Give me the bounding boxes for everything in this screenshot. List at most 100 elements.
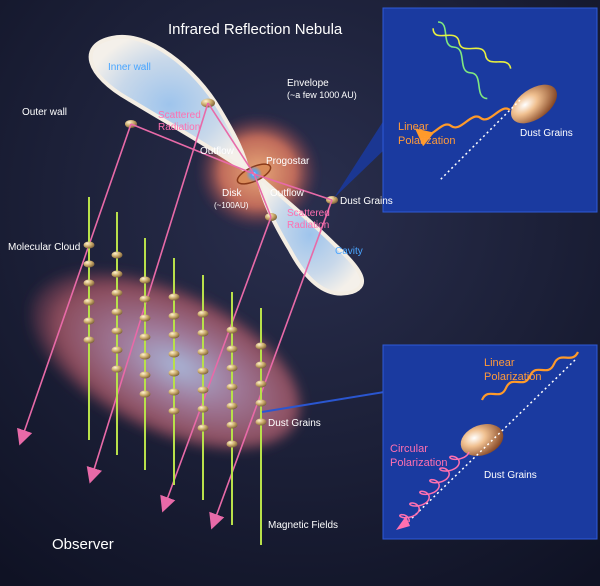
envelope-size-label: (~a few 1000 AU): [287, 90, 357, 100]
magnetic-fields-label: Magnetic Fields: [268, 520, 338, 531]
outer-wall-label: Outer wall: [22, 107, 67, 118]
lower-lobe: [255, 170, 365, 296]
cloud-dust-grain: [83, 279, 95, 287]
cloud-dust-grain: [226, 364, 238, 372]
cloud-dust-grain: [168, 388, 180, 396]
cloud-dust-grain: [83, 241, 95, 249]
cloud-dust-grain: [111, 308, 123, 316]
scattered-ray: [209, 199, 333, 530]
cloud-dust-grain: [168, 369, 180, 377]
incident-linear-wave: [480, 351, 579, 401]
inset-top-linear-label-2: Polarization: [398, 135, 455, 147]
dust-grains-cloud-label: Dust Grains: [268, 418, 321, 429]
circular-polarized-wave: [396, 451, 470, 530]
ray: [253, 173, 333, 201]
inset-top-dust-grains-label: Dust Grains: [520, 128, 573, 139]
cloud-dust-grain: [226, 440, 238, 448]
cloud-dust-grain: [197, 424, 209, 432]
cloud-dust-grain: [168, 350, 180, 358]
cloud-dust-grain: [111, 365, 123, 373]
cloud-dust-grain: [111, 251, 123, 259]
outflow-upper-label: Outflow: [200, 146, 235, 157]
cloud-dust-grain: [226, 326, 238, 334]
cloud-dust-grain: [83, 298, 95, 306]
progostar-label: Progostar: [266, 156, 310, 167]
cloud-dust-grain: [139, 371, 151, 379]
cloud-dust-grain: [197, 386, 209, 394]
incident-wave-yellow: [432, 28, 512, 69]
ray: [207, 102, 255, 175]
inset-bottom-linear-label-1: Linear: [484, 357, 515, 369]
cloud-dust-grain: [111, 270, 123, 278]
bottom-inset: Linear Polarization Circular Polarizatio…: [382, 344, 598, 540]
disk-label: Disk: [222, 188, 242, 199]
cloud-dust-grain: [83, 260, 95, 268]
diagram-title: Infrared Reflection Nebula: [168, 21, 343, 38]
inset-dust-grain: [511, 84, 557, 124]
outflow-lobes: [88, 34, 365, 296]
cloud-dust-grain: [139, 333, 151, 341]
cloud-dust-grain: [255, 418, 267, 426]
cloud-dust-grain: [139, 390, 151, 398]
scattered-radiation-label-1a: Scattered: [158, 110, 201, 121]
cloud-dust-grain: [255, 399, 267, 407]
outflow-lower-label: Outflow: [270, 188, 305, 199]
scattered-rays: [17, 102, 333, 530]
dust-grains-nebula-label: Dust Grains: [340, 196, 393, 207]
cloud-dust-grains: [83, 241, 267, 448]
cloud-dust-grain: [255, 342, 267, 350]
disk-size-label: (~100AU): [214, 201, 249, 210]
ray: [130, 123, 255, 175]
cloud-dust-grain: [111, 346, 123, 354]
scattered-radiation-label-2a: Scattered: [287, 208, 330, 219]
cloud-dust-grain: [197, 329, 209, 337]
cloud-dust-grain: [111, 289, 123, 297]
cavity-label: Cavity: [335, 246, 363, 257]
cloud-dust-grain: [168, 312, 180, 320]
cloud-dust-grain: [197, 348, 209, 356]
cloud-dust-grain: [83, 317, 95, 325]
scattered-radiation-label-2b: Radiation: [287, 220, 329, 231]
cloud-dust-grain: [255, 361, 267, 369]
cloud-dust-grain: [255, 380, 267, 388]
scattered-ray: [160, 216, 272, 513]
linear-polarized-wave: [414, 107, 511, 147]
cloud-dust-grain: [226, 383, 238, 391]
envelope-label: Envelope: [287, 78, 329, 89]
top-inset: Linear Polarization Dust Grains: [382, 7, 598, 213]
cloud-dust-grain: [168, 407, 180, 415]
scattered-radiation-label-1b: Radiation: [158, 122, 200, 133]
cloud-dust-grain: [197, 405, 209, 413]
ray: [253, 173, 272, 218]
incident-radiation: [130, 102, 333, 218]
cloud-dust-grain: [168, 293, 180, 301]
helix-path: [399, 451, 470, 523]
scattered-ray: [17, 123, 132, 446]
scattered-ray: [86, 102, 209, 484]
cloud-dust-grain: [111, 327, 123, 335]
top-inset-panel: [382, 7, 598, 213]
cloud-dust-grain: [139, 295, 151, 303]
cloud-dust-grain: [139, 276, 151, 284]
cloud-dust-grain: [83, 336, 95, 344]
cloud-dust-grain: [226, 402, 238, 410]
cloud-dust-grain: [139, 314, 151, 322]
inset-dust-grain: [460, 424, 504, 456]
inset-top-linear-label-1: Linear: [398, 121, 429, 133]
cloud-dust-grain: [139, 352, 151, 360]
diagram-labels: Infrared Reflection Nebula Inner wall Ou…: [8, 21, 393, 553]
observer-label: Observer: [52, 536, 114, 553]
cloud-dust-grain: [197, 310, 209, 318]
propagation-line: [439, 99, 521, 181]
inset-bottom-dust-grains-label: Dust Grains: [484, 470, 537, 481]
cloud-dust-grain: [168, 331, 180, 339]
upper-lobe: [88, 34, 251, 177]
molecular-cloud-label: Molecular Cloud: [8, 242, 80, 253]
inset-bottom-linear-label-2: Polarization: [484, 371, 541, 383]
cloud-dust-grain: [226, 345, 238, 353]
incident-wave-green: [437, 21, 488, 100]
cloud-dust-grain: [197, 367, 209, 375]
inner-wall-label: Inner wall: [108, 62, 151, 73]
